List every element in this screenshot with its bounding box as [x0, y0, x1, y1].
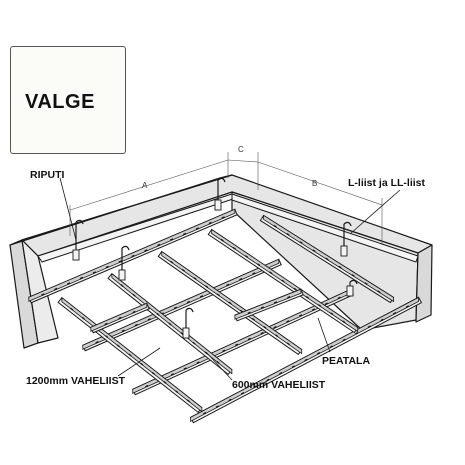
- hangers: [72, 177, 358, 339]
- cross-tee-5: [259, 214, 395, 304]
- main-runner-4: [189, 296, 423, 424]
- cross-tee-short-1: [90, 302, 150, 334]
- label-edge-profile: L-liist ja LL-liist: [348, 177, 426, 189]
- label-hanger: RIPUTI: [30, 169, 65, 181]
- dimension-lines: [69, 152, 383, 250]
- main-runner-1: [28, 208, 238, 304]
- back-wall-top: [9, 174, 233, 246]
- dimension-a-label: A: [142, 181, 148, 190]
- left-wall: [21, 239, 59, 344]
- cross-tee-3: [157, 250, 303, 356]
- grid-rails: [28, 208, 423, 424]
- color-swatch: VALGE: [10, 46, 126, 154]
- hanger-1: [72, 219, 84, 261]
- right-wall-front: [415, 244, 433, 323]
- swatch-label: VALGE: [25, 91, 95, 113]
- hanger-4: [182, 307, 194, 339]
- cross-tee-2: [107, 272, 233, 376]
- dimension-b-label: B: [312, 179, 317, 188]
- label-main-runner: PEATALA: [322, 355, 370, 367]
- hanger-6: [346, 279, 358, 297]
- dimension-c-label: C: [238, 145, 244, 154]
- cross-tee-short-2: [234, 288, 304, 322]
- label-cross-1200: 1200mm VAHELIIST: [26, 375, 126, 387]
- hanger-2: [118, 245, 130, 281]
- edge-profile: [37, 193, 419, 263]
- hanger-5: [340, 221, 352, 257]
- leader-lines: [59, 177, 401, 381]
- hanger-3: [214, 177, 226, 211]
- label-cross-600: 600mm VAHELIIST: [232, 379, 326, 391]
- cross-tee-4: [207, 228, 359, 334]
